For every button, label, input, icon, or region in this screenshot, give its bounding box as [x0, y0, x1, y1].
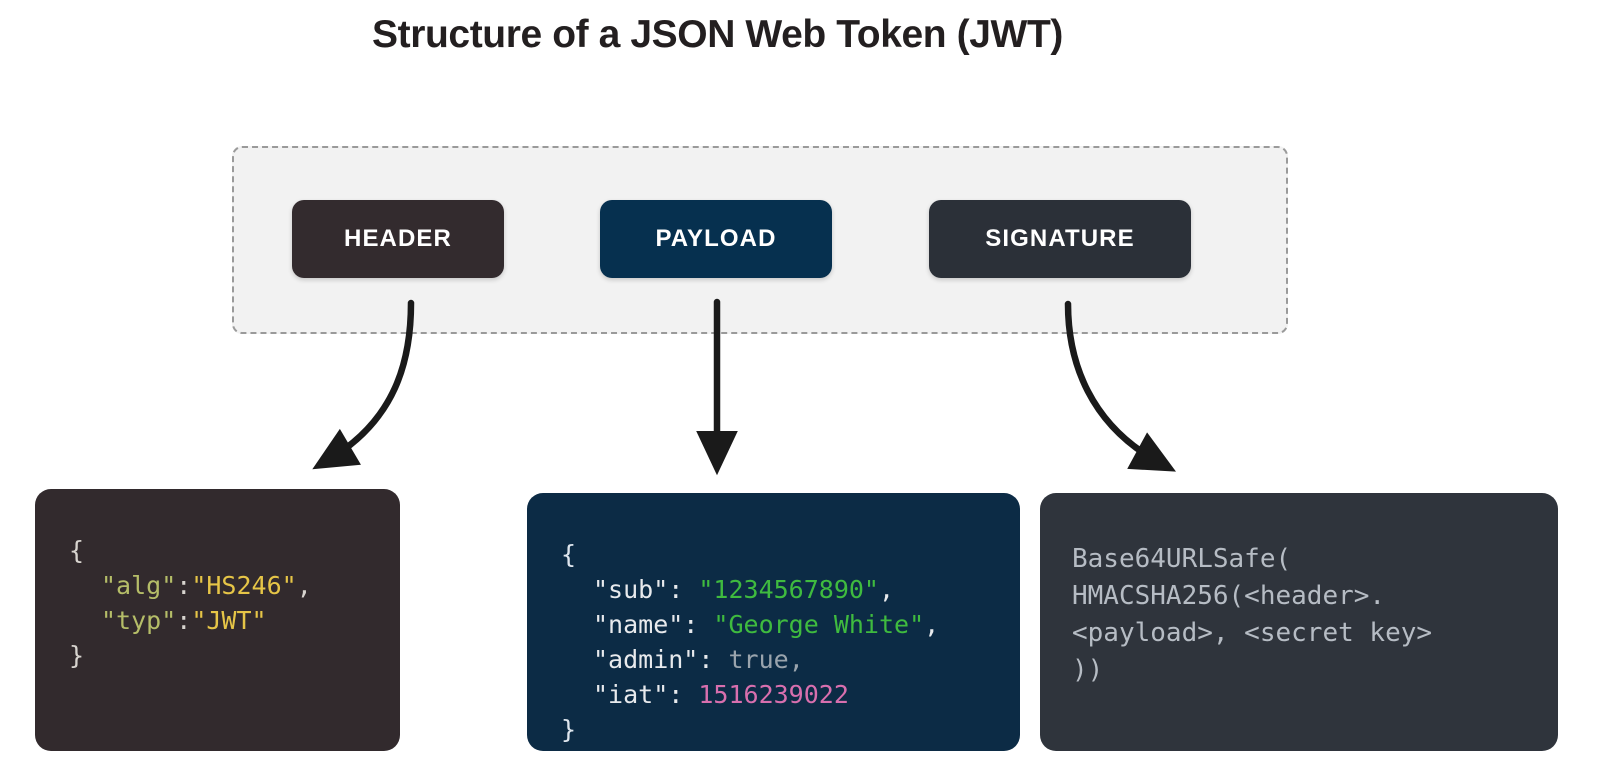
code-token: ,	[296, 571, 312, 600]
code-line: "name": "George White",	[561, 607, 986, 642]
payload-code-block: {"sub": "1234567890","name": "George Whi…	[527, 493, 1020, 751]
code-token: {	[69, 536, 85, 565]
code-line: "alg":"HS246",	[69, 568, 366, 603]
code-line: "iat": 1516239022	[561, 677, 986, 712]
part-pill-payload[interactable]: PAYLOAD	[600, 200, 832, 278]
code-token: "alg"	[101, 571, 177, 600]
code-token: "name":	[593, 610, 714, 639]
signature-code-block: Base64URLSafe( HMACSHA256(<header>. <paylo…	[1040, 493, 1558, 751]
code-token: Base64URLSafe(	[1072, 544, 1292, 574]
code-line: {	[561, 537, 986, 572]
page-title: Structure of a JSON Web Token (JWT)	[372, 13, 1063, 56]
code-token: "typ"	[101, 606, 177, 635]
part-pill-header[interactable]: HEADER	[292, 200, 504, 278]
code-token: "George White"	[713, 610, 925, 639]
code-token: "sub":	[593, 575, 699, 604]
code-token: "1234567890"	[698, 575, 879, 604]
code-token: :	[176, 571, 192, 600]
code-line: HMACSHA256(<header>.	[1072, 578, 1524, 615]
code-line: <payload>, <secret key>	[1072, 615, 1524, 652]
code-line: }	[561, 712, 986, 747]
code-line: ))	[1072, 652, 1524, 689]
code-line: {	[69, 533, 366, 568]
code-token: :	[176, 606, 192, 635]
code-token: 1516239022	[698, 680, 849, 709]
code-line: "typ":"JWT"	[69, 603, 366, 638]
code-token: }	[69, 641, 85, 670]
code-token: }	[561, 715, 577, 744]
code-token: ,	[788, 645, 804, 674]
code-token: "iat":	[593, 680, 699, 709]
code-token: ,	[878, 575, 895, 604]
code-token: ,	[924, 610, 940, 639]
header-code-block: {"alg":"HS246","typ":"JWT"}	[35, 489, 400, 751]
code-token: "HS246"	[191, 571, 297, 600]
code-token: HMACSHA256(<header>.	[1072, 581, 1386, 611]
part-pill-signature[interactable]: SIGNATURE	[929, 200, 1191, 278]
code-token: {	[561, 540, 577, 569]
code-token: <payload>, <secret key>	[1072, 618, 1433, 648]
code-line: "admin": true,	[561, 642, 986, 677]
code-token: ))	[1072, 655, 1104, 685]
code-token: "admin":	[593, 645, 729, 674]
code-token: true	[728, 645, 789, 674]
code-line: Base64URLSafe(	[1072, 541, 1524, 578]
code-line: "sub": "1234567890",	[561, 572, 986, 607]
code-line: }	[69, 638, 366, 673]
code-token: "JWT"	[191, 606, 267, 635]
